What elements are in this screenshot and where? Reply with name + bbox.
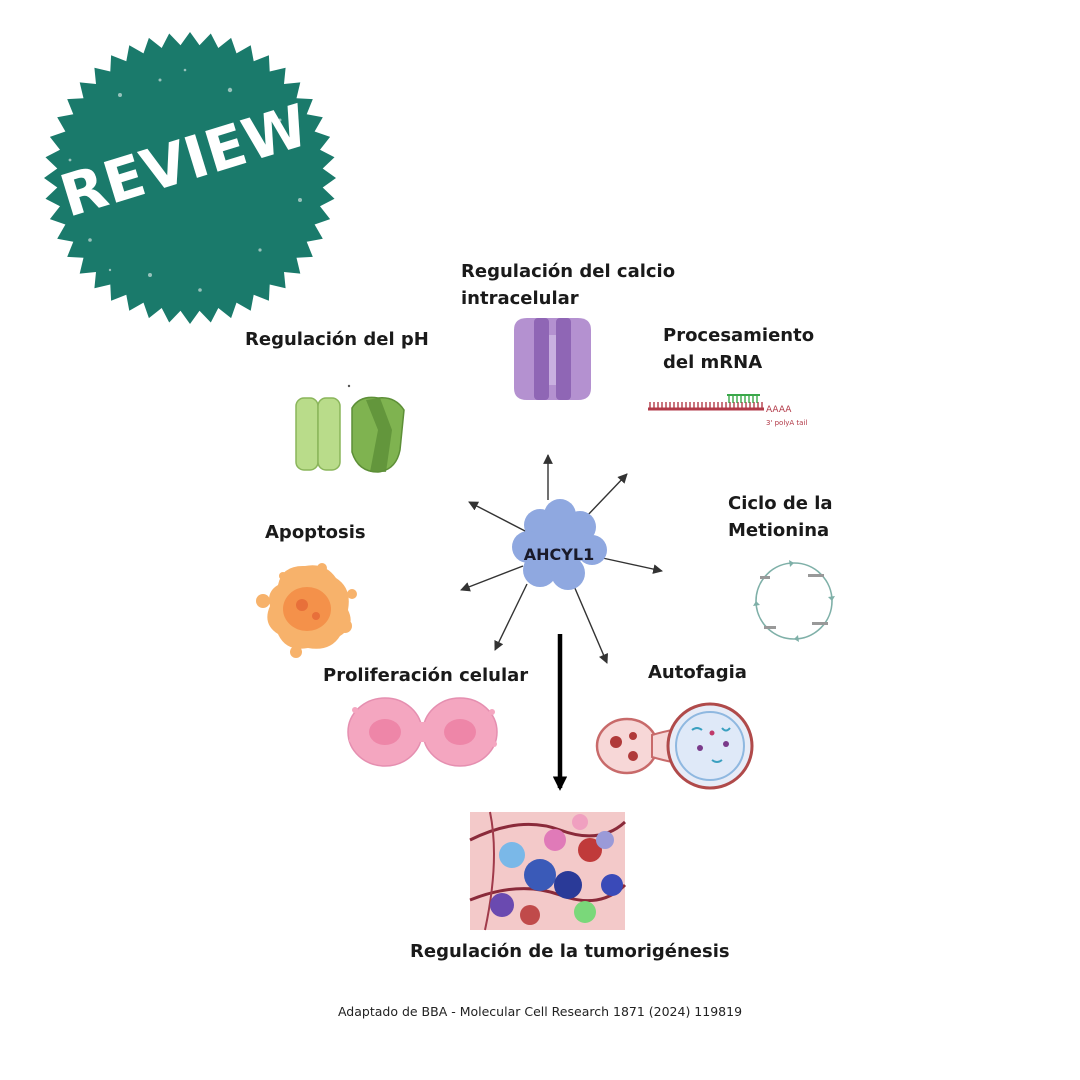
arrow-to-methionine <box>597 556 663 574</box>
transporter-icon <box>295 384 405 473</box>
arrow-to-autophagy <box>573 585 609 664</box>
ahcyl1-label: AHCYL1 <box>524 545 594 564</box>
review-stamp: REVIEW <box>44 32 336 324</box>
label-methionine: Ciclo de la Metionina <box>728 493 833 541</box>
dividing-cell-icon <box>347 697 498 767</box>
label-ph: Regulación del pH <box>245 329 429 350</box>
arrow-to-mrna <box>584 473 628 519</box>
label-apoptosis: Apoptosis <box>265 522 366 543</box>
label-calcium: Regulación del calcio intracelular <box>461 261 676 309</box>
arrow-to-proliferation <box>494 583 528 651</box>
ahcyl1-protein-icon <box>512 499 607 590</box>
label-proliferation: Proliferación celular <box>323 665 529 686</box>
arrow-to-apoptosis <box>460 565 524 592</box>
label-tumorigenesis: Regulación de la tumorigénesis <box>410 941 730 962</box>
polya-text: AAAA <box>766 405 792 415</box>
function-arrows <box>460 454 663 664</box>
apoptotic-cell-icon <box>256 563 357 658</box>
tumor-tissue-icon <box>469 811 627 931</box>
polya-tail-text: 3' polyA tail <box>766 419 807 427</box>
methionine-cycle-icon <box>753 560 835 642</box>
ion-channel-icon <box>514 318 591 400</box>
label-mrna: Procesamiento del mRNA <box>663 325 815 373</box>
mrna-polya-icon: AAAA 3' polyA tail <box>648 394 807 427</box>
autophagosome-icon <box>595 702 754 790</box>
label-autophagy: Autofagia <box>648 662 747 683</box>
arrow-to-ph <box>468 501 528 533</box>
source-credit: Adaptado de BBA - Molecular Cell Researc… <box>337 1004 743 1019</box>
